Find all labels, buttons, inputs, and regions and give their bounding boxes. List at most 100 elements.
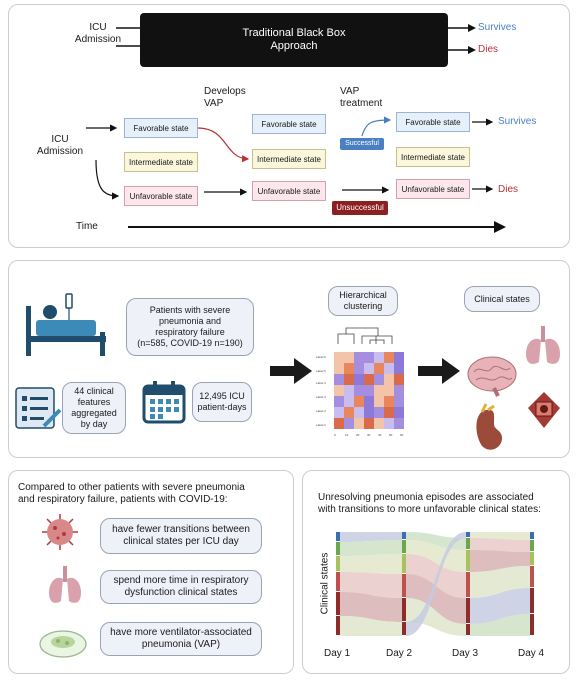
top-dies-label: Dies	[478, 44, 499, 55]
heatmap-cell	[364, 352, 374, 363]
black-box-approach: Traditional Black Box Approach	[140, 13, 448, 67]
heatmap-cell	[394, 363, 404, 374]
virus-icon	[42, 514, 78, 550]
heatmap-cell	[384, 418, 394, 429]
heatmap-cell	[354, 374, 364, 385]
state-intermediate-3: Intermediate state	[396, 147, 470, 167]
right-arrow-icon	[270, 358, 312, 384]
heatmap-cell	[384, 363, 394, 374]
right-arrow-icon	[418, 358, 460, 384]
sankey-node	[402, 540, 406, 553]
heatmap-cell	[394, 385, 404, 396]
sankey-day-3: Day 3	[452, 648, 479, 659]
sankey-flow	[406, 554, 466, 598]
sankey-node	[530, 566, 534, 587]
sankey-flow	[340, 592, 402, 622]
heatmap-cell	[374, 385, 384, 396]
sankey-flow	[470, 538, 530, 552]
state-transition-arrows	[86, 116, 506, 233]
patient-bed-icon	[26, 293, 106, 356]
lungs-icon	[526, 326, 560, 364]
heatmap-cell	[364, 396, 374, 407]
unsuccessful-badge: Unsuccessful	[332, 201, 388, 215]
heatmap-cell	[354, 396, 364, 407]
finding-fewer-transitions: have fewer transitions between clinical …	[100, 518, 262, 554]
heatmap-cell	[344, 385, 354, 396]
heat-row-label: Label 2	[316, 409, 326, 413]
heatmap-cell	[354, 407, 364, 418]
sankey-node	[466, 550, 470, 571]
sankey-flow	[470, 550, 530, 572]
patient-days-box: 12,495 ICU patient-days	[192, 382, 252, 422]
heatmap-cell	[354, 363, 364, 374]
sankey-node	[336, 542, 340, 555]
sankey-flow	[340, 616, 402, 636]
heatmap-cell	[334, 352, 344, 363]
patients-box: Patients with severe pneumonia and respi…	[126, 298, 254, 356]
sankey-flow	[340, 554, 402, 574]
sankey-nodes	[336, 532, 534, 635]
features-box: 44 clinical features aggregated by day	[62, 382, 126, 434]
time-label: Time	[76, 221, 98, 232]
calendar-icon	[142, 381, 186, 424]
sankey-day-2: Day 2	[386, 648, 413, 659]
sankey-node	[530, 614, 534, 635]
develops-vap-label: Develops VAP	[204, 86, 246, 109]
sankey-node	[402, 622, 406, 635]
heatmap-cell	[364, 385, 374, 396]
heatmap-cell	[374, 418, 384, 429]
heat-row-label: Label 3	[316, 395, 326, 399]
sankey-node	[466, 532, 470, 537]
heatmap-cell	[364, 363, 374, 374]
sankey-node	[530, 540, 534, 551]
sankey-flow	[470, 566, 530, 598]
sankey-node	[530, 552, 534, 565]
heatmap-cell	[344, 396, 354, 407]
heatmap-cell	[354, 352, 364, 363]
sankey-node	[466, 624, 470, 635]
sankey-flow	[470, 614, 530, 636]
finding-more-vap: have more ventilator-associated pneumoni…	[100, 622, 262, 656]
heatmap-cell	[334, 385, 344, 396]
sankey-flow	[406, 574, 466, 624]
sankey-node	[466, 572, 470, 597]
sankey-flow	[340, 572, 402, 598]
heatmap-cell	[394, 374, 404, 385]
brain-icon	[467, 356, 517, 397]
sankey-flow	[470, 588, 530, 624]
heat-col-label: 50	[389, 433, 393, 437]
sankey-node	[466, 598, 470, 623]
heatmap-cell	[334, 407, 344, 418]
heatmap-cell	[374, 407, 384, 418]
heatmap-cell	[344, 407, 354, 418]
heatmap-cell	[364, 374, 374, 385]
heatmap-cell	[384, 374, 394, 385]
checklist-icon	[15, 387, 62, 429]
heatmap-cell	[394, 352, 404, 363]
sankey-node	[336, 532, 340, 541]
top-survives-label: Survives	[478, 22, 517, 33]
lower-dies-label: Dies	[498, 184, 519, 195]
state-unfavorable-2: Unfavorable state	[252, 181, 326, 201]
heatmap-cell	[374, 352, 384, 363]
sankey-node	[402, 554, 406, 573]
heatmap-cell	[394, 418, 404, 429]
heatmap-cell	[394, 407, 404, 418]
heatmap-cells	[334, 352, 404, 429]
state-unfavorable-3: Unfavorable state	[396, 179, 470, 199]
top-flow-arrows	[116, 24, 476, 54]
heatmap-cell	[344, 363, 354, 374]
finding-respiratory-time: spend more time in respiratory dysfuncti…	[100, 570, 262, 604]
heatmap-cell	[374, 374, 384, 385]
heat-row-label: Label 4	[316, 381, 326, 385]
heatmap-cell	[374, 396, 384, 407]
heatmap-cell	[334, 374, 344, 385]
state-intermediate-2: Intermediate state	[252, 149, 326, 169]
sankey-flow	[406, 532, 466, 636]
clinical-states-box: Clinical states	[464, 286, 540, 312]
heat-row-label: Label 6	[316, 355, 326, 359]
sankey-node	[336, 572, 340, 591]
heat-col-label: 30	[367, 433, 371, 437]
sankey-node	[336, 556, 340, 571]
petri-dish-icon	[39, 630, 87, 658]
